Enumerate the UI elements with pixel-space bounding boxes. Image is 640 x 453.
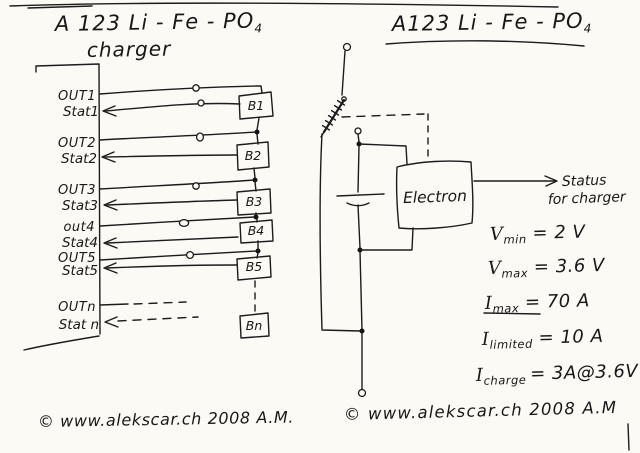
status-arrow [544, 175, 558, 187]
left-charger-diagram: A 123 Li - Fe - PO4 charger OUT1 Stat1 O… [23, 8, 294, 431]
b3-box [236, 188, 272, 216]
spec-icharge: Icharge= 3A@3.6V [475, 361, 640, 388]
right-cell-circuit: A123 Li - Fe - PO4 [319, 9, 640, 424]
top-wire [341, 50, 346, 96]
out5-label: OUT5 [58, 251, 96, 266]
out3-label: OUT3 [58, 183, 96, 198]
statn-wire-dashed [117, 316, 199, 322]
stat2-label: Stat2 [61, 151, 97, 167]
b1-box [238, 91, 274, 120]
out1-label: OUT1 [58, 89, 96, 104]
junction-dot [254, 129, 260, 135]
out1-wire [99, 85, 263, 95]
b2-label: B2 [245, 148, 262, 163]
outn-wire-solid [99, 303, 129, 306]
b4-label: B4 [248, 223, 265, 238]
stat5-label: Stat5 [62, 263, 98, 279]
b1-b2-link [256, 117, 260, 145]
spec-vmax: Vmax= 3.6 V [488, 255, 607, 281]
left-subtitle: charger [87, 37, 173, 62]
imax-underline [483, 312, 541, 315]
stat2-arrow [101, 151, 116, 163]
spec-list: Vmin= 2 V Vmax= 3.6 V Imax= 70 A Ilimite… [475, 221, 640, 388]
b5-label: B5 [246, 259, 263, 274]
out2-label: OUT2 [58, 136, 96, 151]
outn-label: OUTn [58, 300, 96, 315]
b3-label: B3 [246, 194, 263, 209]
b5-box [236, 255, 272, 281]
outn-wire-dashed [133, 301, 187, 305]
stat1-arrow [102, 105, 117, 117]
top-scan-artifact-dark [27, 5, 93, 9]
sense-wire-top [358, 143, 408, 165]
bn-box [239, 312, 270, 339]
right-scan-artifact [627, 423, 630, 451]
charger-box-bottom [23, 335, 100, 351]
stat4-wire [106, 236, 239, 244]
stat2-wire [104, 154, 238, 158]
stat3-wire [106, 199, 238, 206]
left-copyright: © www.alekscar.ch 2008 A.M. [38, 408, 294, 431]
spec-vmin: Vmin= 2 V [490, 221, 587, 247]
right-title: A123 Li - Fe - PO4 [390, 9, 593, 40]
junction-dot [255, 248, 261, 254]
b2-b3-link [253, 167, 257, 192]
spec-ilimited: Ilimited= 10 A [481, 326, 604, 352]
stat4-label: Stat4 [62, 235, 98, 251]
stat3-arrow [103, 199, 118, 211]
stat4-arrow [103, 237, 118, 249]
electron-module-label: Electron [403, 187, 468, 207]
rail-to-cell [357, 145, 360, 193]
control-link-dashed-h [341, 113, 425, 118]
spec-imax: Imax= 70 A [484, 290, 591, 316]
rail-lower [359, 250, 363, 331]
out3-connector-icon [192, 182, 200, 190]
stat1-wire [105, 102, 241, 112]
cell-top-wire [357, 133, 360, 143]
left-title: A 123 Li - Fe - PO4 [53, 8, 263, 39]
bn-label: Bn [246, 318, 263, 333]
top-scan-artifact [9, 2, 559, 8]
right-title-underline [385, 40, 585, 47]
stat1-label: Stat1 [63, 104, 99, 120]
top-terminal-icon [342, 42, 352, 52]
out4-wire [99, 216, 256, 227]
out4-connector-icon [178, 218, 190, 228]
status-label-line1: Status [562, 172, 607, 190]
stat1-connector-icon [197, 99, 205, 107]
cell-plus-terminal-icon [354, 127, 362, 135]
stat5-wire [106, 264, 238, 269]
left-return-rail [319, 133, 361, 332]
junction-dot [252, 177, 258, 183]
b4-box [239, 219, 274, 244]
out5-connector-icon [185, 250, 195, 260]
out1-connector-icon [192, 84, 200, 92]
electron-module-box [395, 160, 474, 230]
out4-label: out4 [63, 220, 95, 235]
out5-wire [99, 250, 258, 261]
battery-cell-icon [336, 193, 385, 207]
stat3-label: Stat3 [62, 198, 98, 214]
out2-wire [99, 131, 257, 141]
statn-label: Stat n [59, 317, 99, 333]
status-label-line2: for charger [548, 189, 628, 208]
b4-b5-link [256, 240, 259, 259]
out2-connector-icon [195, 132, 205, 142]
rail-below-cell [357, 204, 361, 249]
statn-arrow [104, 316, 119, 328]
sense-wire-bottom [359, 227, 414, 251]
junction-dot [253, 214, 259, 220]
bottom-terminal-icon [357, 388, 367, 398]
b1-label: B1 [248, 98, 265, 113]
right-copyright: © www.alekscar.ch 2008 A.M [344, 398, 618, 424]
out3-wire [99, 179, 255, 190]
stat5-arrow [103, 262, 118, 274]
junction-dot [359, 328, 365, 334]
charger-box-outline [35, 63, 101, 335]
